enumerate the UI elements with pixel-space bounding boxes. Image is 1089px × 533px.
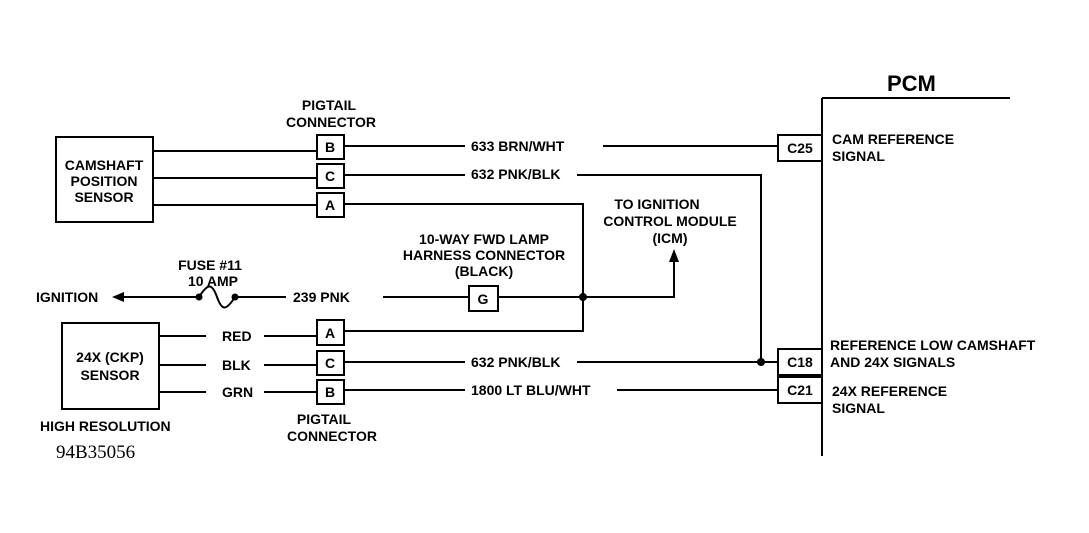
- top-pigtail-pin-label: B: [325, 139, 335, 155]
- pcm-pin-description: 24X REFERENCE: [832, 383, 947, 399]
- wire-color-label: RED: [222, 328, 252, 344]
- ckp-sensor-label: SENSOR: [80, 367, 139, 383]
- top-pigtail-pin-label: C: [325, 168, 335, 184]
- harness-connector-label: 10-WAY FWD LAMP: [419, 231, 549, 247]
- wire-633-label: 633 BRN/WHT: [471, 138, 565, 154]
- pcm-pin-description: AND 24X SIGNALS: [830, 354, 955, 370]
- wire-a-loop: [344, 203, 584, 332]
- bottom-pigtail-label: PIGTAIL: [297, 411, 352, 427]
- icm-label: TO IGNITION: [614, 196, 699, 212]
- harness-connector-pin-label: G: [478, 291, 489, 307]
- camshaft-sensor-box: [55, 136, 154, 223]
- bottom-pigtail-pin: [316, 379, 345, 405]
- pcm-pin-description: SIGNAL: [832, 148, 885, 164]
- wire-to-icm: [583, 256, 675, 298]
- pcm-pin-c18: [777, 348, 823, 376]
- ckp-sensor-box: [61, 322, 160, 410]
- wire-color-label: GRN: [222, 384, 253, 400]
- wire-1800-label: 1800 LT BLU/WHT: [471, 382, 591, 398]
- pcm-pin-description: REFERENCE LOW CAMSHAFT: [830, 337, 1036, 353]
- pcm-pin-label: C21: [787, 382, 813, 398]
- top-pigtail-pin-label: A: [325, 197, 335, 213]
- bottom-pigtail-label: CONNECTOR: [287, 428, 377, 444]
- arrow-icon: [112, 292, 124, 302]
- top-pigtail-label: PIGTAIL: [302, 97, 357, 113]
- pcm-pin-label: C18: [787, 354, 813, 370]
- icm-label: (ICM): [653, 230, 688, 246]
- bottom-pigtail-pin-label: C: [325, 355, 335, 371]
- figure-code: 94B35056: [56, 442, 135, 463]
- wire-632-label: 632 PNK/BLK: [471, 354, 560, 370]
- wire-color-label: BLK: [222, 357, 251, 373]
- arrow-icon: [669, 249, 679, 262]
- wire-632: [577, 174, 762, 362]
- ckp-sensor-label: 24X (CKP): [76, 349, 144, 365]
- fuse-label: 10 AMP: [188, 273, 238, 289]
- pcm-pin-c21: [777, 376, 823, 404]
- wire-632-label: 632 PNK/BLK: [471, 166, 560, 182]
- ckp-sensor-caption: HIGH RESOLUTION: [40, 418, 171, 434]
- camshaft-sensor-label: CAMSHAFT: [65, 157, 144, 173]
- bottom-pigtail-pin-label: B: [325, 384, 335, 400]
- camshaft-sensor-label: SENSOR: [74, 189, 133, 205]
- harness-connector-label: HARNESS CONNECTOR: [403, 247, 565, 263]
- bottom-pigtail-pin: [316, 319, 345, 346]
- camshaft-sensor-label: POSITION: [71, 173, 138, 189]
- pcm-pin-description: SIGNAL: [832, 400, 885, 416]
- harness-connector-label: (BLACK): [455, 263, 513, 279]
- pcm-title: PCM: [887, 71, 936, 96]
- fuse-icon: [198, 285, 236, 309]
- bottom-pigtail-pin-label: A: [325, 325, 335, 341]
- top-pigtail-label: CONNECTOR: [286, 114, 376, 130]
- pcm-pin-c25: [777, 134, 823, 162]
- pcm-pin-description: CAM REFERENCE: [832, 131, 954, 147]
- wire-239-label: 239 PNK: [293, 289, 350, 305]
- top-pigtail-pin: [316, 163, 345, 189]
- harness-connector-pin: [468, 285, 499, 312]
- pcm-pin-label: C25: [787, 140, 813, 156]
- fuse-label: FUSE #11: [178, 257, 242, 273]
- icm-label: CONTROL MODULE: [603, 213, 737, 229]
- ignition-label: IGNITION: [36, 289, 98, 305]
